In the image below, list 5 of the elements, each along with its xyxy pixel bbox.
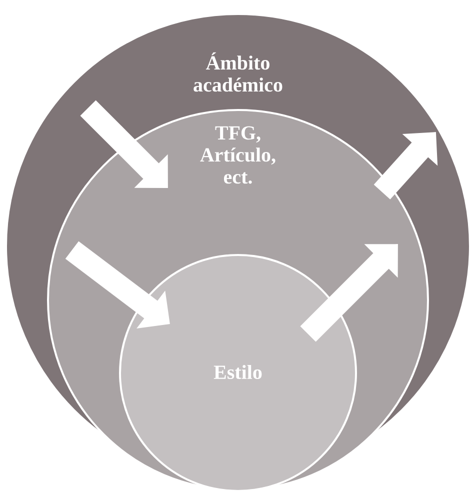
block-arrow <box>300 244 398 342</box>
block-arrow <box>80 100 168 188</box>
circle-label: TFG, Artículo, ect. <box>200 126 276 184</box>
circle-label: Ámbito académico <box>194 52 282 92</box>
circle-label: Estilo <box>214 364 262 380</box>
